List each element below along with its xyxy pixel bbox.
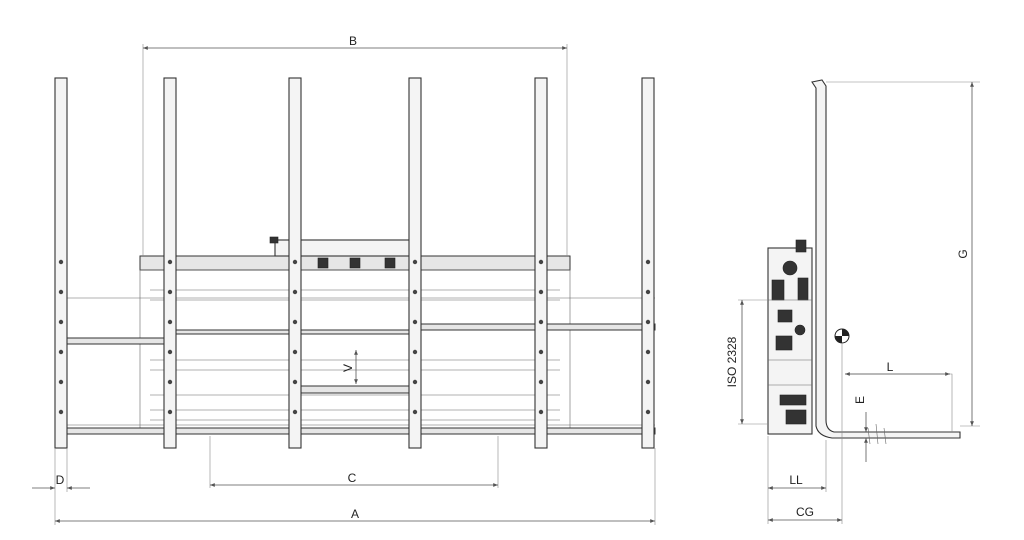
carriage-side xyxy=(767,239,813,435)
dimension-a: A xyxy=(54,448,656,525)
side-view: G L E ISO 2328 LL xyxy=(725,79,980,524)
dimension-b: B xyxy=(142,34,568,256)
dimension-label-d: D xyxy=(56,473,65,487)
dimension-label-iso: ISO 2328 xyxy=(725,336,739,387)
fork-arm xyxy=(163,77,177,449)
fork-arm xyxy=(641,77,655,449)
dimension-label-l: L xyxy=(887,360,894,374)
dimension-l: L xyxy=(845,360,950,376)
dimension-label-a: A xyxy=(351,507,359,521)
fork-arm xyxy=(288,77,302,449)
carriage-frame xyxy=(54,236,656,435)
dimension-label-c: C xyxy=(348,471,357,485)
center-of-gravity-icon xyxy=(834,328,850,344)
dimension-label-g: G xyxy=(956,249,970,258)
fork-profile xyxy=(811,79,961,439)
dimension-label-b: B xyxy=(349,34,357,48)
fork-arm xyxy=(534,77,548,449)
dimension-g: G xyxy=(826,81,980,427)
dimension-label-v: V xyxy=(341,364,355,372)
fork-arm xyxy=(408,77,422,449)
fork-arms xyxy=(54,77,655,449)
dimension-cg: CG xyxy=(768,344,843,524)
dimension-e: E xyxy=(853,396,868,462)
fork-arm xyxy=(54,77,68,449)
dimension-label-e: E xyxy=(853,396,867,404)
front-view: B V C D A xyxy=(32,34,656,525)
dimension-ll: LL xyxy=(767,436,827,524)
dimension-v: V xyxy=(341,350,358,384)
dimension-label-ll: LL xyxy=(789,473,803,487)
dimension-d: D xyxy=(32,448,90,492)
dimension-label-cg: CG xyxy=(796,505,814,519)
dimension-c: C xyxy=(209,436,499,488)
dimension-iso: ISO 2328 xyxy=(725,299,768,425)
